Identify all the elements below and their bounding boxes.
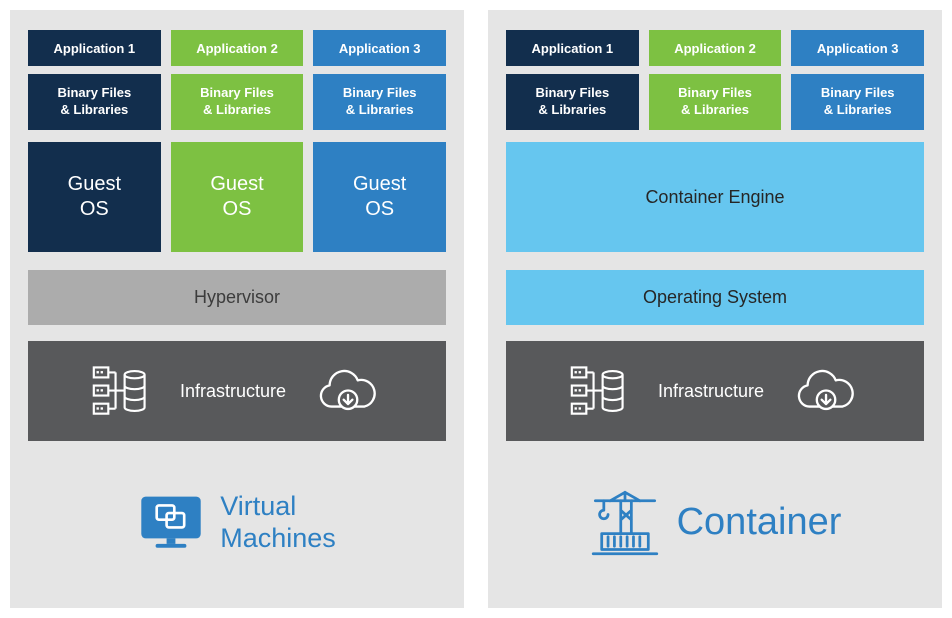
vm-binaries-box-1: Binary Files & Libraries — [28, 74, 161, 130]
container-application-3-box: Application 3 — [791, 30, 925, 66]
container-infrastructure-box: Infrastructure — [506, 341, 924, 441]
container-binaries-box-2: Binary Files & Libraries — [648, 74, 782, 130]
virtual-machines-label: Virtual Machines — [220, 490, 336, 553]
container-binaries-box-3: Binary Files & Libraries — [791, 74, 925, 130]
server-rack-database-icon — [570, 365, 628, 417]
vm-guest-os-box-2: Guest OS — [170, 142, 304, 252]
vm-application-2-box: Application 2 — [170, 30, 304, 66]
container-binaries-row: Binary Files & Libraries Binary Files & … — [506, 74, 925, 130]
container-application-1-box: Application 1 — [506, 30, 639, 66]
vm-guest-os-box-3: Guest OS — [313, 142, 447, 252]
vm-infrastructure-box: Infrastructure — [28, 341, 446, 441]
virtual-machines-panel: Application 1 Application 2 Application … — [10, 10, 464, 608]
vm-guest-os-box-1: Guest OS — [28, 142, 161, 252]
container-binaries-box-1: Binary Files & Libraries — [506, 74, 639, 130]
vm-guest-os-row: Guest OS Guest OS Guest OS — [28, 142, 447, 252]
virtual-machine-monitor-icon — [138, 494, 204, 552]
operating-system-box: Operating System — [506, 270, 924, 325]
vm-binaries-row: Binary Files & Libraries Binary Files & … — [28, 74, 447, 130]
vm-binaries-box-2: Binary Files & Libraries — [170, 74, 304, 130]
container-infrastructure-label: Infrastructure — [657, 380, 765, 401]
container-engine-box: Container Engine — [506, 142, 924, 252]
container-footer: Container — [506, 453, 924, 592]
container-application-2-box: Application 2 — [648, 30, 782, 66]
cloud-download-icon — [316, 367, 382, 415]
vm-application-3-box: Application 3 — [313, 30, 447, 66]
container-applications-row: Application 1 Application 2 Application … — [506, 30, 925, 66]
container-label: Container — [676, 501, 842, 544]
container-crane-icon — [589, 489, 661, 557]
vm-application-1-box: Application 1 — [28, 30, 161, 66]
vm-applications-row: Application 1 Application 2 Application … — [28, 30, 447, 66]
vm-footer: Virtual Machines — [28, 453, 446, 592]
vm-infrastructure-label: Infrastructure — [179, 380, 287, 401]
server-rack-database-icon — [92, 365, 150, 417]
hypervisor-box: Hypervisor — [28, 270, 446, 325]
vm-binaries-box-3: Binary Files & Libraries — [313, 74, 447, 130]
cloud-download-icon — [794, 367, 860, 415]
container-panel: Application 1 Application 2 Application … — [488, 10, 942, 608]
